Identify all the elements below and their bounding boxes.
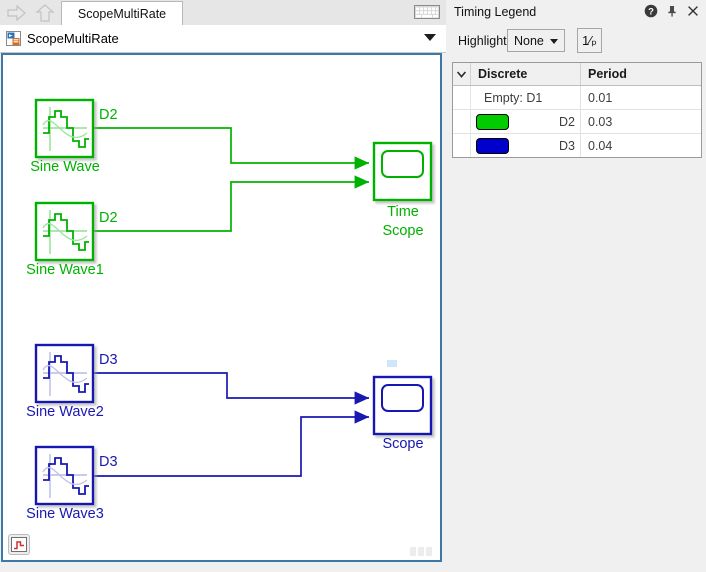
breadcrumb-label: ScopeMultiRate — [27, 31, 119, 46]
table-header-row: Discrete Period — [453, 63, 701, 86]
help-icon[interactable]: ? — [644, 4, 658, 18]
inverse-period-toggle[interactable]: 1⁄ₚ — [577, 28, 602, 53]
row-gutter — [453, 110, 471, 133]
column-header-discrete[interactable]: Discrete — [471, 63, 581, 85]
rate-period-cell: 0.01 — [588, 90, 613, 105]
expand-collapse-icon[interactable] — [453, 63, 471, 85]
tab-label: ScopeMultiRate — [77, 6, 167, 21]
block-diagram — [34, 98, 433, 506]
block-label-timescope-line1: Time — [387, 204, 419, 220]
table-row[interactable]: Empty: D1 0.01 — [453, 86, 701, 110]
tab-strip: ScopeMultiRate — [0, 0, 446, 26]
block-label-sinewave1: Sine Wave1 — [26, 262, 104, 278]
rate-period-cell: 0.03 — [588, 114, 613, 129]
panel-titlebar-buttons: ? — [644, 4, 700, 18]
sine-wave-block[interactable] — [34, 445, 95, 506]
highlight-dropdown[interactable]: None — [507, 29, 565, 52]
rate-period-cell: 0.04 — [588, 138, 613, 153]
breadcrumb[interactable]: ScopeMultiRate — [0, 25, 446, 53]
table-row[interactable]: D3 0.04 — [453, 134, 701, 157]
table-row[interactable]: D2 0.03 — [453, 110, 701, 134]
tab-scopemultirate[interactable]: ScopeMultiRate — [61, 1, 183, 25]
chevron-down-icon — [550, 39, 558, 44]
column-header-period[interactable]: Period — [588, 67, 627, 81]
row-gutter — [453, 134, 471, 157]
legend-toolbar: Highlight None 1⁄ₚ — [446, 26, 706, 58]
keyboard-icon[interactable] — [414, 4, 440, 20]
rate-label-sinewave1: D2 — [99, 210, 118, 226]
signal-sinewave3-to-scope — [93, 410, 370, 477]
timing-legend-panel: Timing Legend ? Highlight None — [446, 0, 706, 572]
rate-label-sinewave3: D3 — [99, 454, 118, 470]
block-label-sinewave3: Sine Wave3 — [26, 506, 104, 522]
highlight-label: Highlight — [458, 34, 507, 48]
arrow-up-icon[interactable] — [32, 2, 58, 24]
color-swatch — [476, 137, 509, 154]
scope-block[interactable] — [372, 141, 433, 202]
simulink-model-icon — [6, 31, 21, 46]
panel-title: Timing Legend — [454, 5, 537, 19]
svg-text:?: ? — [648, 7, 654, 18]
rate-name-cell: D2 — [471, 110, 581, 133]
color-swatch — [476, 113, 509, 130]
highlight-selected-value: None — [514, 34, 544, 48]
block-label-timescope: Time Scope — [348, 203, 440, 241]
rate-name-label: D2 — [559, 114, 575, 129]
signal-sinewave-to-timescope — [93, 127, 370, 170]
canvas-horizontal-scrollbar[interactable] — [410, 547, 436, 556]
rate-label-sinewave2: D3 — [99, 352, 118, 368]
rate-name-cell: Empty: D1 — [471, 86, 581, 109]
block-label-scope: Scope — [382, 436, 424, 452]
rate-name-cell: D3 — [471, 134, 581, 157]
rate-label-sinewave: D2 — [99, 107, 118, 123]
sine-wave-block[interactable] — [34, 201, 95, 262]
sine-wave-block[interactable] — [34, 343, 95, 404]
block-label-sinewave2: Sine Wave2 — [26, 404, 104, 420]
timing-legend-table: Discrete Period Empty: D1 0.01 D2 0.03 D… — [452, 62, 702, 158]
arrow-right-icon[interactable] — [4, 2, 30, 24]
selection-marker — [387, 360, 397, 367]
row-gutter — [453, 86, 471, 109]
signal-sinewave1-to-timescope — [93, 175, 370, 232]
scope-block[interactable] — [372, 375, 433, 436]
close-icon[interactable] — [686, 4, 700, 18]
model-canvas[interactable]: D2 D2 D3 D3 Sine Wave Sine Wave1 Sine Wa… — [1, 53, 442, 562]
block-label-timescope-line2: Scope — [382, 223, 424, 239]
chevron-down-icon[interactable] — [424, 34, 436, 41]
rate-name-label: D3 — [559, 138, 575, 153]
pin-icon[interactable] — [665, 4, 679, 18]
inverse-period-label: 1⁄ₚ — [582, 32, 597, 48]
signal-sinewave2-to-scope — [93, 372, 370, 405]
sine-wave-block[interactable] — [34, 98, 95, 159]
block-label-sinewave: Sine Wave — [30, 159, 100, 175]
simulink-model-window: ScopeMultiRate — [0, 0, 446, 562]
sample-time-display-icon[interactable] — [8, 534, 30, 555]
